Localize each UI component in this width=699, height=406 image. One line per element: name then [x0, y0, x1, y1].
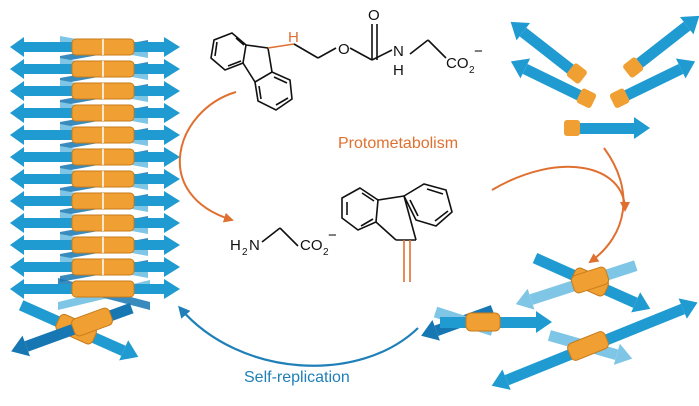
fibre-layer	[10, 190, 180, 216]
dimer-right-2	[421, 305, 552, 341]
fibre-layer	[10, 146, 180, 172]
svg-text:H: H	[230, 237, 241, 254]
svg-text:2: 2	[469, 65, 475, 76]
fibre-layer	[10, 58, 180, 84]
fmoc-glycine-molecule	[210, 24, 447, 111]
loose-dimer-bottom-left	[11, 300, 139, 361]
reaction-arrow-to-monomers	[491, 165, 630, 212]
fibre-layer	[10, 168, 180, 194]
svg-text:2: 2	[323, 247, 329, 258]
self-replication-label: Self-replication	[244, 369, 350, 386]
svg-text:CO: CO	[446, 55, 469, 72]
reaction-arrow-to-glycine	[178, 91, 237, 223]
svg-text:H: H	[288, 29, 299, 46]
monomer-group	[510, 15, 699, 139]
fibre-stack	[10, 36, 180, 310]
reaction-arrow-monomers-to-dimers	[588, 147, 625, 264]
dimer-right-3	[491, 298, 698, 390]
svg-text:−: −	[328, 227, 337, 244]
svg-text:N: N	[393, 43, 404, 60]
svg-text:2: 2	[242, 247, 248, 258]
svg-text:−: −	[474, 43, 483, 60]
glycine-molecule: H 2 N CO 2 −	[230, 227, 337, 258]
self-replication-arrow	[178, 305, 419, 367]
fibre-layer	[10, 256, 180, 282]
svg-text:N: N	[249, 237, 260, 254]
svg-text:H: H	[393, 62, 404, 79]
dibenzofulvene-molecule	[341, 183, 453, 282]
protometabolism-label: Protometabolism	[338, 135, 458, 152]
fmoc-glycine-labels: H O O N H CO 2 −	[288, 7, 483, 79]
fibre-layer-end	[10, 278, 180, 310]
fibre-layer	[10, 80, 180, 106]
fibre-layer	[10, 212, 180, 238]
svg-text:CO: CO	[300, 237, 323, 254]
dimer-right-1	[515, 253, 651, 313]
fibre-layer	[10, 234, 180, 260]
fibre-layer	[10, 102, 180, 128]
fibre-layer	[10, 124, 180, 150]
svg-text:O: O	[338, 41, 350, 58]
fibre-layer	[10, 36, 180, 62]
svg-text:O: O	[368, 7, 380, 24]
